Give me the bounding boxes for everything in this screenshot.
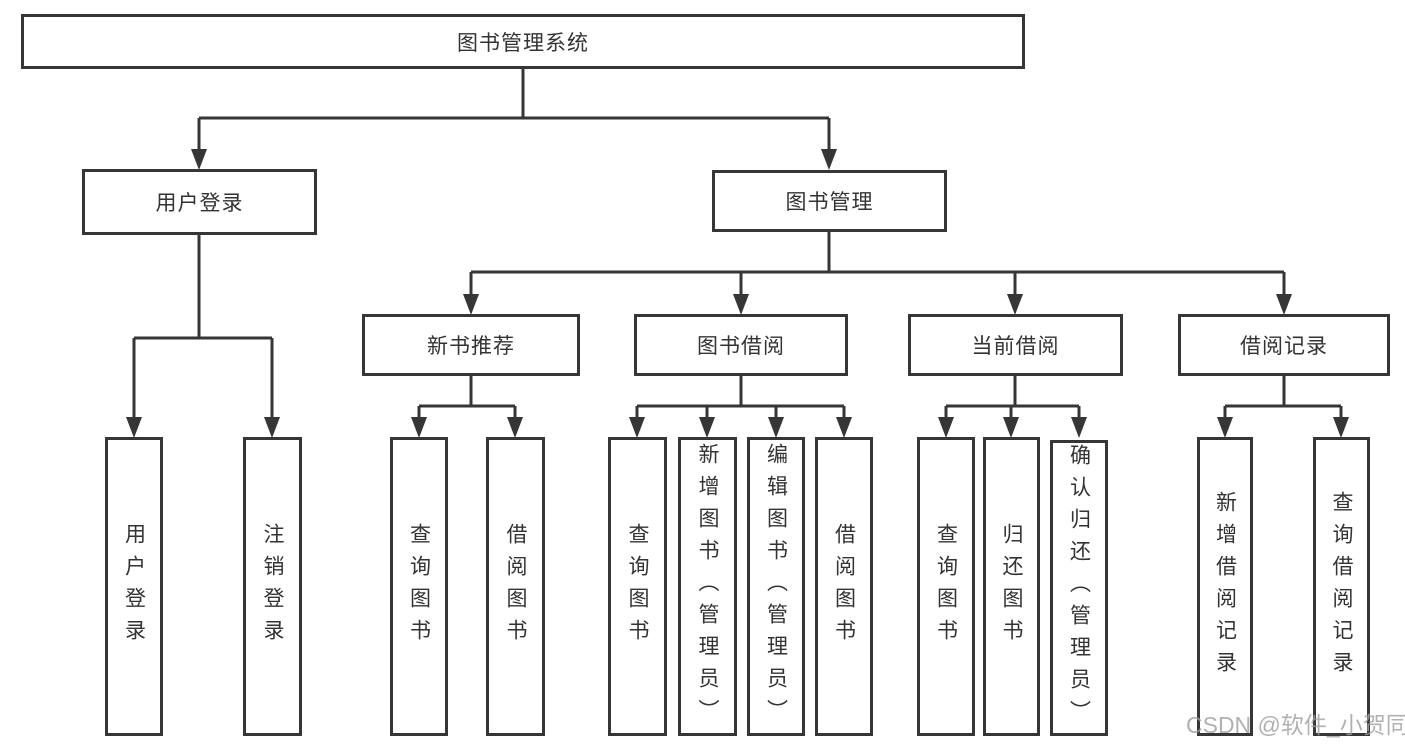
node-borrow-records: 借阅记录	[1178, 314, 1390, 376]
node-root-label: 图书管理系统	[457, 31, 589, 55]
leaf-borrow-books-1: 借阅图书	[486, 437, 545, 736]
leaf-query-books-2: 查询图书	[608, 437, 667, 736]
leaf-query-books-2-label: 查询图书	[626, 522, 649, 651]
leaf-return-books: 归还图书	[983, 437, 1040, 736]
leaf-user-login-label: 用户登录	[122, 522, 146, 651]
leaf-add-borrow-record-label: 新增借阅记录	[1213, 490, 1237, 683]
leaf-edit-books-admin: 编辑图书（管理员）	[747, 437, 805, 736]
leaf-borrow-books-1-label: 借阅图书	[504, 522, 527, 651]
node-user-login-label: 用户登录	[155, 192, 244, 215]
node-borrow-records-label: 借阅记录	[1240, 335, 1328, 358]
arrowheads	[126, 149, 1349, 438]
node-user-login: 用户登录	[82, 169, 317, 235]
node-book-borrow: 图书借阅	[634, 314, 848, 376]
leaf-confirm-return-admin-label: 确认归还（管理员）	[1067, 444, 1091, 732]
node-book-management: 图书管理	[712, 170, 947, 232]
leaf-query-books-3-label: 查询图书	[934, 522, 958, 651]
leaf-add-borrow-record: 新增借阅记录	[1197, 437, 1253, 736]
leaf-query-books-1: 查询图书	[390, 437, 448, 736]
leaf-query-borrow-record: 查询借阅记录	[1313, 437, 1370, 736]
leaf-logout-label: 注销登录	[261, 522, 284, 651]
node-current-borrow: 当前借阅	[908, 314, 1123, 376]
node-root-system: 图书管理系统	[21, 14, 1025, 69]
leaf-add-books-admin: 新增图书（管理员）	[678, 437, 737, 736]
leaf-borrow-books-2: 借阅图书	[815, 437, 873, 736]
leaf-query-books-1-label: 查询图书	[407, 522, 431, 651]
node-new-book-recommend: 新书推荐	[362, 314, 580, 376]
connector-shafts	[132, 69, 1343, 419]
leaf-return-books-label: 归还图书	[1000, 522, 1023, 651]
node-book-management-label: 图书管理	[785, 191, 874, 214]
leaf-query-borrow-record-label: 查询借阅记录	[1330, 490, 1353, 683]
node-book-borrow-label: 图书借阅	[697, 335, 785, 358]
leaf-logout: 注销登录	[243, 437, 302, 736]
leaf-query-books-3: 查询图书	[917, 437, 975, 736]
leaf-add-books-admin-label: 新增图书（管理员）	[696, 442, 719, 731]
node-current-borrow-label: 当前借阅	[971, 335, 1060, 358]
csdn-watermark: CSDN @软件_小贺同学	[1186, 712, 1405, 738]
leaf-edit-books-admin-label: 编辑图书（管理员）	[764, 442, 788, 731]
leaf-confirm-return-admin: 确认归还（管理员）	[1050, 440, 1108, 736]
leaf-borrow-books-2-label: 借阅图书	[832, 522, 856, 651]
node-new-book-recommend-label: 新书推荐	[427, 335, 515, 358]
leaf-user-login: 用户登录	[105, 437, 163, 736]
